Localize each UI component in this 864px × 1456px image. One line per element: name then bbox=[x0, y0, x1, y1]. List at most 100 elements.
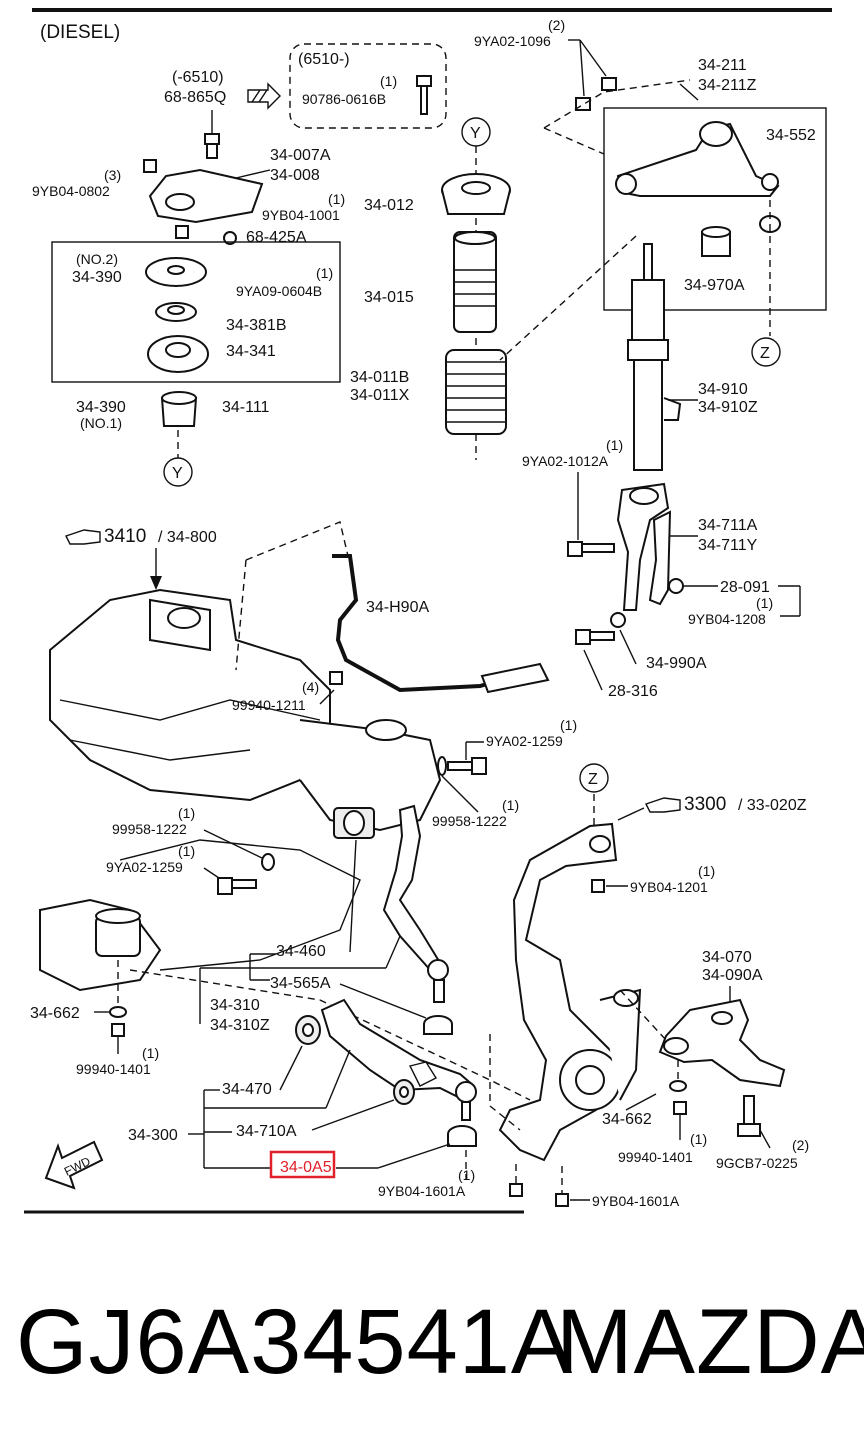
label-34-012: 34-012 bbox=[364, 197, 414, 214]
brand-name: MAZDA bbox=[556, 1291, 864, 1393]
bolt-icon bbox=[416, 75, 432, 115]
nut-icon bbox=[143, 159, 157, 173]
washer-icon bbox=[668, 578, 684, 594]
ref-33-020z: / 33-020Z bbox=[738, 797, 807, 814]
qty-99940-1211: (4) bbox=[302, 679, 319, 695]
qty-99940-1401-right: (1) bbox=[690, 1131, 707, 1147]
fork-bracket bbox=[616, 482, 672, 611]
nut-icon bbox=[555, 1193, 569, 1207]
nut-icon bbox=[673, 1101, 687, 1115]
label-9ya02-1096: 9YA02-1096 bbox=[474, 33, 551, 49]
bolt-icon bbox=[737, 1095, 761, 1137]
bolt-icon bbox=[567, 541, 615, 557]
qty-9gcb7-0225: (2) bbox=[792, 1137, 809, 1153]
label-34-211z: 34-211Z bbox=[698, 77, 757, 94]
kit-box bbox=[51, 241, 341, 383]
dust-cover-part bbox=[423, 1015, 453, 1035]
bellows-boot bbox=[445, 349, 507, 435]
qty-99940-1401-left: (1) bbox=[142, 1045, 159, 1061]
label-no2: (NO.2) bbox=[76, 251, 118, 267]
steering-knuckle bbox=[498, 822, 642, 1162]
label-34-015: 34-015 bbox=[364, 289, 414, 306]
ref-3300: 3300 bbox=[684, 794, 726, 815]
ref-y-bottom-label: Y bbox=[172, 465, 183, 482]
label-34-460: 34-460 bbox=[276, 943, 326, 960]
hand-pointer-icon bbox=[65, 529, 101, 545]
label-34-011b: 34-011B bbox=[350, 369, 409, 386]
ref-z-top-label: Z bbox=[760, 345, 770, 362]
label-9yb04-1201: 9YB04-1201 bbox=[630, 879, 708, 895]
legend-new-box bbox=[289, 43, 447, 129]
label-9yb04-1601a-left: 9YB04-1601A bbox=[378, 1183, 466, 1199]
label-34-310z: 34-310Z bbox=[210, 1017, 270, 1034]
part-number: GJ6A34541A bbox=[16, 1291, 574, 1393]
bolt-icon bbox=[575, 629, 615, 645]
qty-9yb04-1201: (1) bbox=[698, 863, 715, 879]
bolt-icon bbox=[447, 757, 487, 775]
label-9yb04-1001: 9YB04-1001 bbox=[262, 207, 340, 223]
qty-9ya02-1012a: (1) bbox=[606, 437, 623, 453]
label-90786-0616b: 90786-0616B bbox=[302, 91, 386, 107]
qty-9yb04-1208: (1) bbox=[756, 595, 773, 611]
upper-arm-box bbox=[603, 107, 827, 311]
ref-z-bottom-label: Z bbox=[588, 771, 598, 788]
bushing-part bbox=[333, 807, 375, 839]
nut-icon bbox=[111, 1023, 125, 1037]
ball-joint-boot bbox=[447, 1125, 477, 1147]
bushing-part bbox=[393, 1079, 415, 1105]
tie-rod-bracket bbox=[658, 998, 786, 1088]
label-34-011x: 34-011X bbox=[350, 387, 410, 404]
washer-icon bbox=[437, 756, 447, 776]
washer-icon bbox=[261, 853, 275, 871]
label-68-865q: 68-865Q bbox=[164, 89, 226, 106]
mount-bracket bbox=[148, 168, 264, 224]
label-34-390-no1: 34-390 bbox=[76, 399, 126, 416]
section-title: (DIESEL) bbox=[40, 22, 120, 43]
label-34-008: 34-008 bbox=[270, 167, 320, 184]
ref-3410: 3410 bbox=[104, 526, 146, 547]
highlight-box bbox=[269, 1150, 336, 1179]
ref-y-bottom bbox=[163, 457, 193, 487]
label-34-990a: 34-990A bbox=[646, 655, 707, 672]
label-9gcb7-0225: 9GCB7-0225 bbox=[716, 1155, 798, 1171]
label-34-111: 34-111 bbox=[222, 399, 270, 416]
label-9yb04-1208: 9YB04-1208 bbox=[688, 611, 766, 627]
label-34-710a: 34-710A bbox=[236, 1123, 297, 1140]
label-34-910: 34-910 bbox=[698, 381, 748, 398]
label-9ya02-1259-left: 9YA02-1259 bbox=[106, 859, 183, 875]
label-34-390-no2: 34-390 bbox=[72, 269, 122, 286]
dust-boot bbox=[453, 231, 497, 333]
ref-z-bottom bbox=[579, 763, 609, 793]
label-34-970a: 34-970A bbox=[684, 277, 745, 294]
qty-9ya09: (1) bbox=[316, 265, 333, 281]
washer-icon bbox=[610, 612, 626, 628]
ref-y-top-label: Y bbox=[470, 125, 481, 142]
label-34-007a: 34-007A bbox=[270, 147, 331, 164]
label-34-662-right: 34-662 bbox=[602, 1111, 652, 1128]
label-34-h90a: 34-H90A bbox=[366, 599, 429, 616]
nut-icon bbox=[329, 671, 343, 685]
shock-absorber bbox=[627, 243, 682, 471]
label-68-425a: 68-425A bbox=[246, 229, 307, 246]
label-34-711a: 34-711A bbox=[698, 517, 758, 534]
label-9yb04-1601a-right: 9YB04-1601A bbox=[592, 1193, 680, 1209]
label-34-470: 34-470 bbox=[222, 1081, 272, 1098]
label-99958-1222-left: 99958-1222 bbox=[112, 821, 187, 837]
parts-diagram: (DIESEL) (-6510) 68-865Q (6510-) (1) 907… bbox=[24, 8, 832, 1214]
label-99958-1222-right: 99958-1222 bbox=[432, 813, 507, 829]
spring-seat-part bbox=[147, 335, 209, 373]
label-34-211: 34-211 bbox=[698, 57, 747, 74]
fwd-arrow-icon bbox=[44, 1140, 104, 1190]
crossmember bbox=[39, 588, 442, 992]
qty-9yb04-1001: (1) bbox=[328, 191, 345, 207]
upper-control-arm bbox=[615, 121, 780, 197]
caption: GJ6A34541A MAZDA bbox=[0, 1290, 864, 1420]
lower-front-arm bbox=[320, 998, 477, 1121]
label-34-565a: 34-565A bbox=[270, 975, 331, 992]
label-99940-1401-right: 99940-1401 bbox=[618, 1149, 693, 1165]
qty-99958-1222-right: (1) bbox=[502, 797, 519, 813]
label-34-341: 34-341 bbox=[226, 343, 276, 360]
hatched-arrow-icon bbox=[247, 82, 281, 110]
legend-new: (6510-) bbox=[298, 51, 350, 68]
label-9ya09-0604b: 9YA09-0604B bbox=[236, 283, 322, 299]
